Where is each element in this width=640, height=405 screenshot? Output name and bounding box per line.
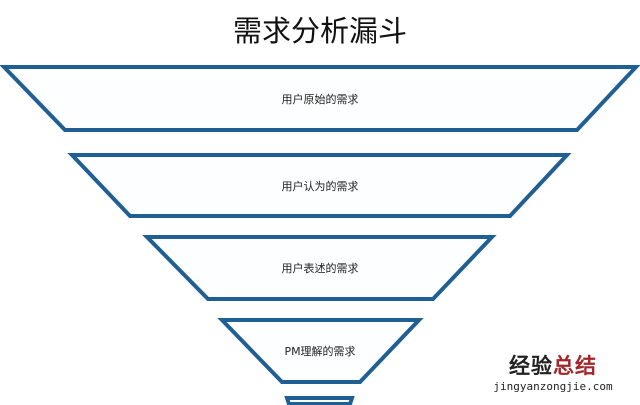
- funnel-level-label: 用户认为的需求: [281, 179, 359, 193]
- funnel-level-2: [67, 153, 572, 218]
- funnel-level-label: 用户原始的需求: [281, 92, 359, 106]
- funnel-level-label: PM理解的需求: [284, 345, 356, 358]
- funnel-level-5: [284, 396, 355, 405]
- watermark: 经验总结 jingyanzongjie.com: [478, 350, 628, 393]
- watermark-text-b: 总结: [553, 353, 597, 378]
- funnel-level-1: [0, 65, 640, 132]
- diagram-title: 需求分析漏斗: [232, 14, 407, 48]
- funnel-level-label: 用户表述的需求: [281, 262, 359, 275]
- watermark-text-a: 经验: [509, 353, 553, 378]
- funnel-level-3: [142, 235, 497, 301]
- watermark-url: jingyanzongjie.com: [493, 380, 613, 393]
- funnel-level-4: [217, 318, 424, 384]
